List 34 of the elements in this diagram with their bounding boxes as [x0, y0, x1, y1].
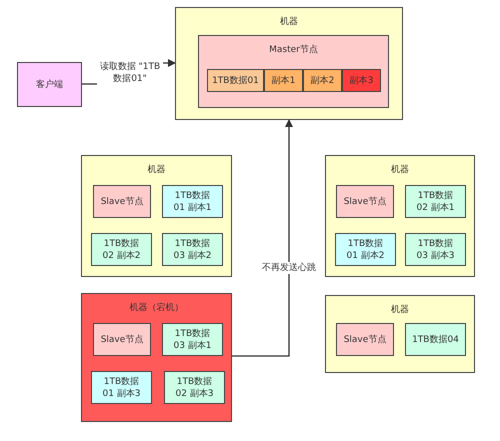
data-replica-box: 1TB数据03 副本2 — [162, 233, 223, 266]
data-replica-box: 1TB数据01 副本2 — [335, 233, 396, 266]
box-heading: 机器（宕机） — [130, 302, 184, 314]
box-heading: 机器 — [391, 304, 409, 316]
machine-box — [81, 155, 232, 277]
data-replica-box: 1TB数据02 副本2 — [91, 233, 152, 266]
data-replica-box: 1TB数据01 副本3 — [91, 371, 152, 404]
slave-node-box: Slave节点 — [336, 323, 394, 356]
failed-machine-box — [81, 293, 232, 422]
slave-node-box: Slave节点 — [93, 185, 151, 218]
arrow — [232, 119, 293, 357]
box-heading: 机器 — [148, 164, 166, 176]
replica-cell: 副本2 — [303, 69, 342, 92]
data-replica-box: 1TB数据02 副本1 — [405, 185, 466, 218]
slave-node-box: Slave节点 — [93, 323, 151, 356]
replica-cell: 副本1 — [264, 69, 303, 92]
master-node-box — [198, 35, 389, 108]
slave-node-box: Slave节点 — [336, 185, 394, 218]
machine-box — [175, 7, 403, 120]
edge-label: 读取数据 "1TB数据01" — [97, 61, 163, 85]
replica-cell: 副本3 — [342, 69, 381, 92]
box-heading: 机器 — [391, 164, 409, 176]
data-replica-box: 1TB数据03 副本1 — [162, 323, 223, 356]
client-box: 客户端 — [17, 62, 82, 107]
edge-label: 不再发送心跳 — [260, 262, 318, 274]
machine-box — [325, 295, 475, 373]
data-replica-box: 1TB数据03 副本3 — [405, 233, 466, 266]
data-replica-box: 1TB数据01 副本1 — [162, 185, 223, 218]
data-replica-box: 1TB数据02 副本3 — [164, 371, 225, 404]
box-heading: Master节点 — [269, 44, 318, 56]
data-replica-box: 1TB数据04 — [405, 323, 466, 356]
data-cell: 1TB数据01 — [207, 69, 264, 92]
machine-box — [325, 155, 475, 277]
box-heading: 机器 — [280, 16, 298, 28]
